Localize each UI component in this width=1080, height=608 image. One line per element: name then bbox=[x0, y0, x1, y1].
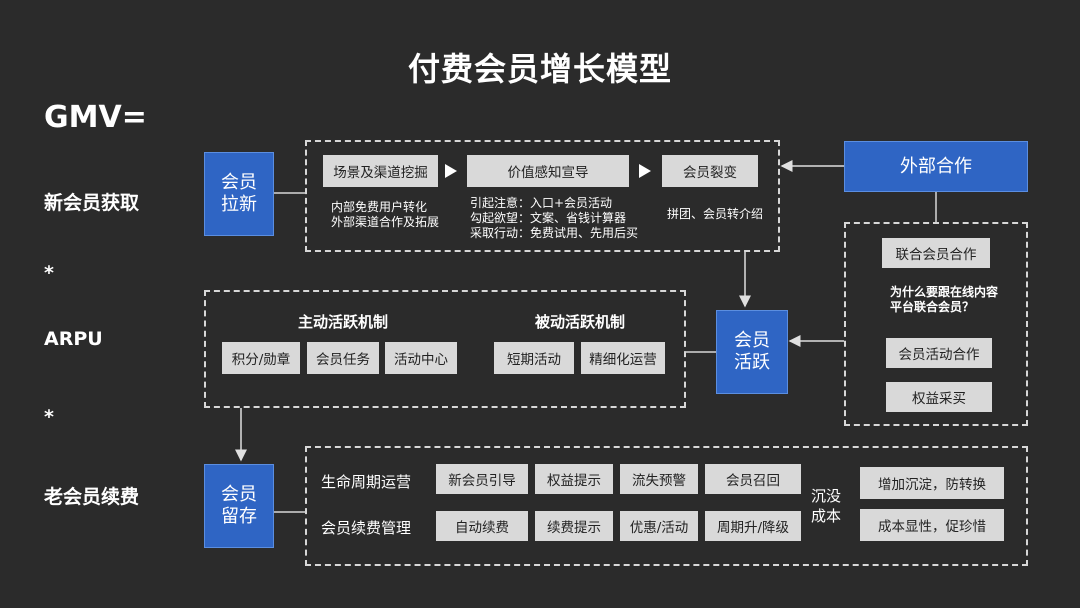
active-mechanism-box bbox=[204, 290, 686, 408]
passive-title: 被动活跃机制 bbox=[535, 313, 626, 331]
multiply-sign-1: * bbox=[44, 262, 54, 284]
increase-retention-item: 增加沉淀，防转换 bbox=[860, 467, 1004, 499]
joint-member-item: 联合会员合作 bbox=[882, 238, 990, 268]
member-activity-item: 会员活动合作 bbox=[886, 338, 992, 368]
short-term-activity-item: 短期活动 bbox=[494, 342, 574, 374]
acquire-flow-box bbox=[305, 140, 780, 252]
flow-arrow-2 bbox=[639, 164, 651, 178]
retention-box bbox=[305, 446, 1028, 566]
joint-member-question: 为什么要跟在线内容 平台联合会员？ bbox=[890, 285, 999, 314]
external-cooperation-block: 外部合作 bbox=[844, 141, 1028, 192]
member-acquire-block: 会员 拉新 bbox=[204, 152, 274, 236]
multiply-sign-2: * bbox=[44, 406, 54, 428]
step-value-perception: 价值感知宣导 bbox=[467, 155, 629, 187]
external-items-box bbox=[844, 222, 1028, 426]
step-scene-channel: 场景及渠道挖掘 bbox=[323, 155, 438, 187]
flow-arrow-1 bbox=[445, 164, 457, 178]
proactive-title: 主动活跃机制 bbox=[298, 313, 389, 331]
period-upgrade-item: 周期升/降级 bbox=[705, 511, 801, 541]
renewal-mgmt-title: 会员续费管理 bbox=[321, 519, 412, 537]
gmv-label: GMV= bbox=[44, 100, 147, 135]
points-badge-item: 积分/勋章 bbox=[222, 342, 300, 374]
step3-notes: 拼团、会员转介绍 bbox=[667, 207, 764, 221]
new-member-guide-item: 新会员引导 bbox=[436, 464, 528, 494]
member-recall-item: 会员召回 bbox=[705, 464, 801, 494]
cost-explicit-item: 成本显性，促珍惜 bbox=[860, 509, 1004, 541]
lifecycle-title: 生命周期运营 bbox=[321, 473, 412, 491]
page-title: 付费会员增长模型 bbox=[407, 50, 672, 88]
rights-reminder-item: 权益提示 bbox=[535, 464, 613, 494]
step-member-fission: 会员裂变 bbox=[662, 155, 758, 187]
member-retain-block: 会员 留存 bbox=[204, 464, 274, 548]
activity-center-item: 活动中心 bbox=[385, 342, 457, 374]
member-task-item: 会员任务 bbox=[307, 342, 379, 374]
renewal-reminder-item: 续费提示 bbox=[535, 511, 613, 541]
churn-warning-item: 流失预警 bbox=[620, 464, 698, 494]
member-active-block: 会员 活跃 bbox=[716, 310, 788, 394]
step1-notes: 内部免费用户转化 外部渠道合作及拓展 bbox=[331, 200, 440, 229]
auto-renewal-item: 自动续费 bbox=[436, 511, 528, 541]
new-member-label: 新会员获取 bbox=[44, 192, 140, 214]
refined-operation-item: 精细化运营 bbox=[581, 342, 665, 374]
renewal-label: 老会员续费 bbox=[44, 486, 140, 508]
step2-notes: 引起注意：入口+会员活动 勾起欲望：文案、省钱计算器 采取行动：免费试用、先用后… bbox=[470, 196, 639, 240]
rights-purchase-item: 权益采买 bbox=[886, 382, 992, 412]
discount-activity-item: 优惠/活动 bbox=[620, 511, 698, 541]
sunk-cost-label: 沉没 成本 bbox=[811, 487, 842, 525]
arpu-label: ARPU bbox=[44, 328, 103, 350]
